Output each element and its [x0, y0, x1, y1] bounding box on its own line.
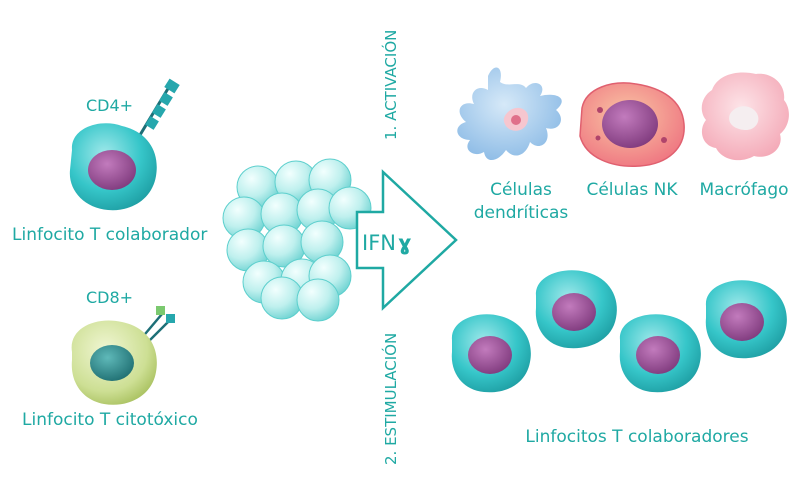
macrophage-nucleus	[729, 106, 759, 130]
macrophage-label: Macrófago	[699, 180, 788, 200]
nk-cell	[579, 82, 685, 167]
dendritic-label-line1: Células	[490, 180, 552, 200]
cd8-label: CD8+	[86, 288, 133, 307]
helper-t-cell-group	[451, 270, 787, 393]
helper-t-cells-label: Linfocitos T colaboradores	[525, 427, 748, 447]
svg-text:IFNɣ: IFNɣ	[362, 231, 412, 255]
helper-t-cell	[619, 314, 701, 393]
macrophage	[701, 72, 789, 161]
nk-cell-nucleus	[602, 100, 658, 148]
ifn-sphere	[296, 278, 340, 322]
gamma-symbol: ɣ	[398, 231, 412, 255]
helper-t-cell	[69, 123, 157, 211]
helper-t-cell	[705, 280, 787, 359]
step-activation-label: 1. ACTIVACIÓN	[381, 30, 400, 140]
cd4-label: CD4+	[86, 96, 133, 115]
ifn-arrow	[355, 169, 458, 311]
cd4-receptor	[138, 78, 180, 136]
cytotoxic-t-cell	[71, 320, 157, 405]
dendritic-cell	[457, 67, 562, 161]
helper-t-cell	[535, 270, 617, 349]
cytotoxic-t-cell-nucleus	[90, 345, 134, 381]
dendritic-label-line2: dendríticas	[474, 203, 569, 223]
helper-t-cell-nucleus	[88, 150, 136, 190]
step-stimulation-label: 2. ESTIMULACIÓN	[381, 333, 400, 465]
helper-t-cell	[451, 314, 531, 393]
helper-t-cell-label: Linfocito T colaborador	[12, 225, 207, 245]
cytotoxic-t-cell-label: Linfocito T citotóxico	[22, 410, 198, 430]
nk-label: Células NK	[586, 180, 678, 200]
ifn-label: IFN	[362, 231, 396, 255]
ifn-gamma-cluster	[222, 158, 372, 322]
